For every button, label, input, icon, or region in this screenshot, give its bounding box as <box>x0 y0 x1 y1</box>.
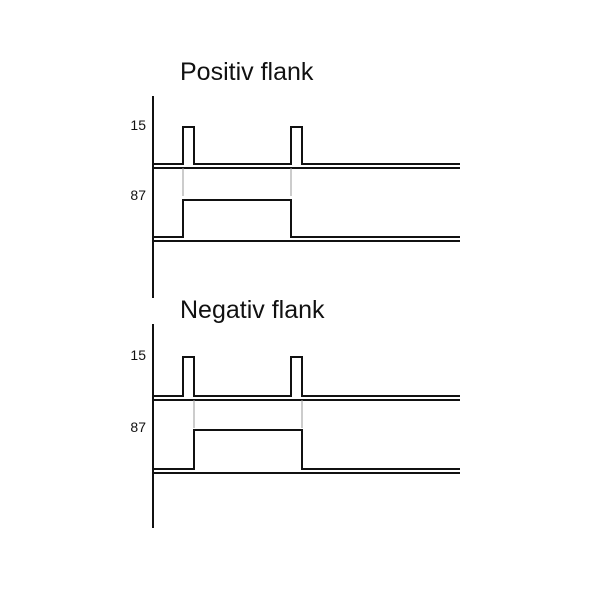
negative-signal-15-label: 15 <box>130 347 146 363</box>
positive-signal-87-waveform <box>153 199 460 238</box>
negative-signal-87-label: 87 <box>130 419 146 435</box>
positive-signal-15-waveform <box>153 126 460 165</box>
section-positive-flank: Positiv flank 15 87 <box>130 58 460 298</box>
section-negative-flank: Negativ flank 15 87 <box>130 296 460 528</box>
positive-signal-15-label: 15 <box>130 117 146 133</box>
positive-signal-87-label: 87 <box>130 187 146 203</box>
negative-signal-15-waveform <box>153 356 460 397</box>
negative-flank-title: Negativ flank <box>180 296 325 324</box>
positive-flank-title: Positiv flank <box>180 58 314 86</box>
negative-signal-87-waveform <box>153 429 460 470</box>
